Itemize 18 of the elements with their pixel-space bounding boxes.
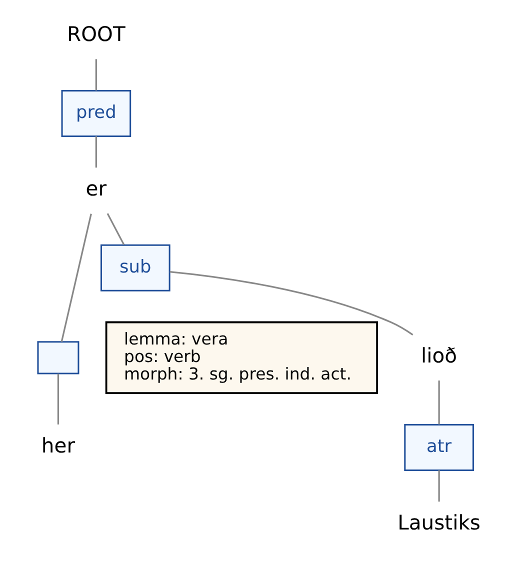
node-text: lioð bbox=[420, 343, 457, 368]
connector bbox=[169, 270, 413, 336]
connector bbox=[60, 214, 92, 342]
node-box: atr bbox=[404, 424, 474, 472]
node-text: her bbox=[40, 433, 75, 458]
connector bbox=[94, 59, 96, 90]
node-text: Laustiks bbox=[397, 510, 480, 534]
connector bbox=[94, 136, 96, 168]
node-box: pred bbox=[60, 90, 131, 138]
connector bbox=[438, 380, 440, 424]
node-box bbox=[36, 341, 79, 374]
connector bbox=[438, 470, 440, 502]
node-text: er bbox=[85, 176, 106, 200]
node-box: sub bbox=[100, 244, 170, 292]
connector bbox=[106, 213, 124, 246]
node-box: lemma: vera pos: verb morph: 3. sg. pres. ind. act. bbox=[104, 321, 378, 394]
node-text: ROOT bbox=[66, 22, 125, 46]
connector bbox=[56, 374, 59, 424]
